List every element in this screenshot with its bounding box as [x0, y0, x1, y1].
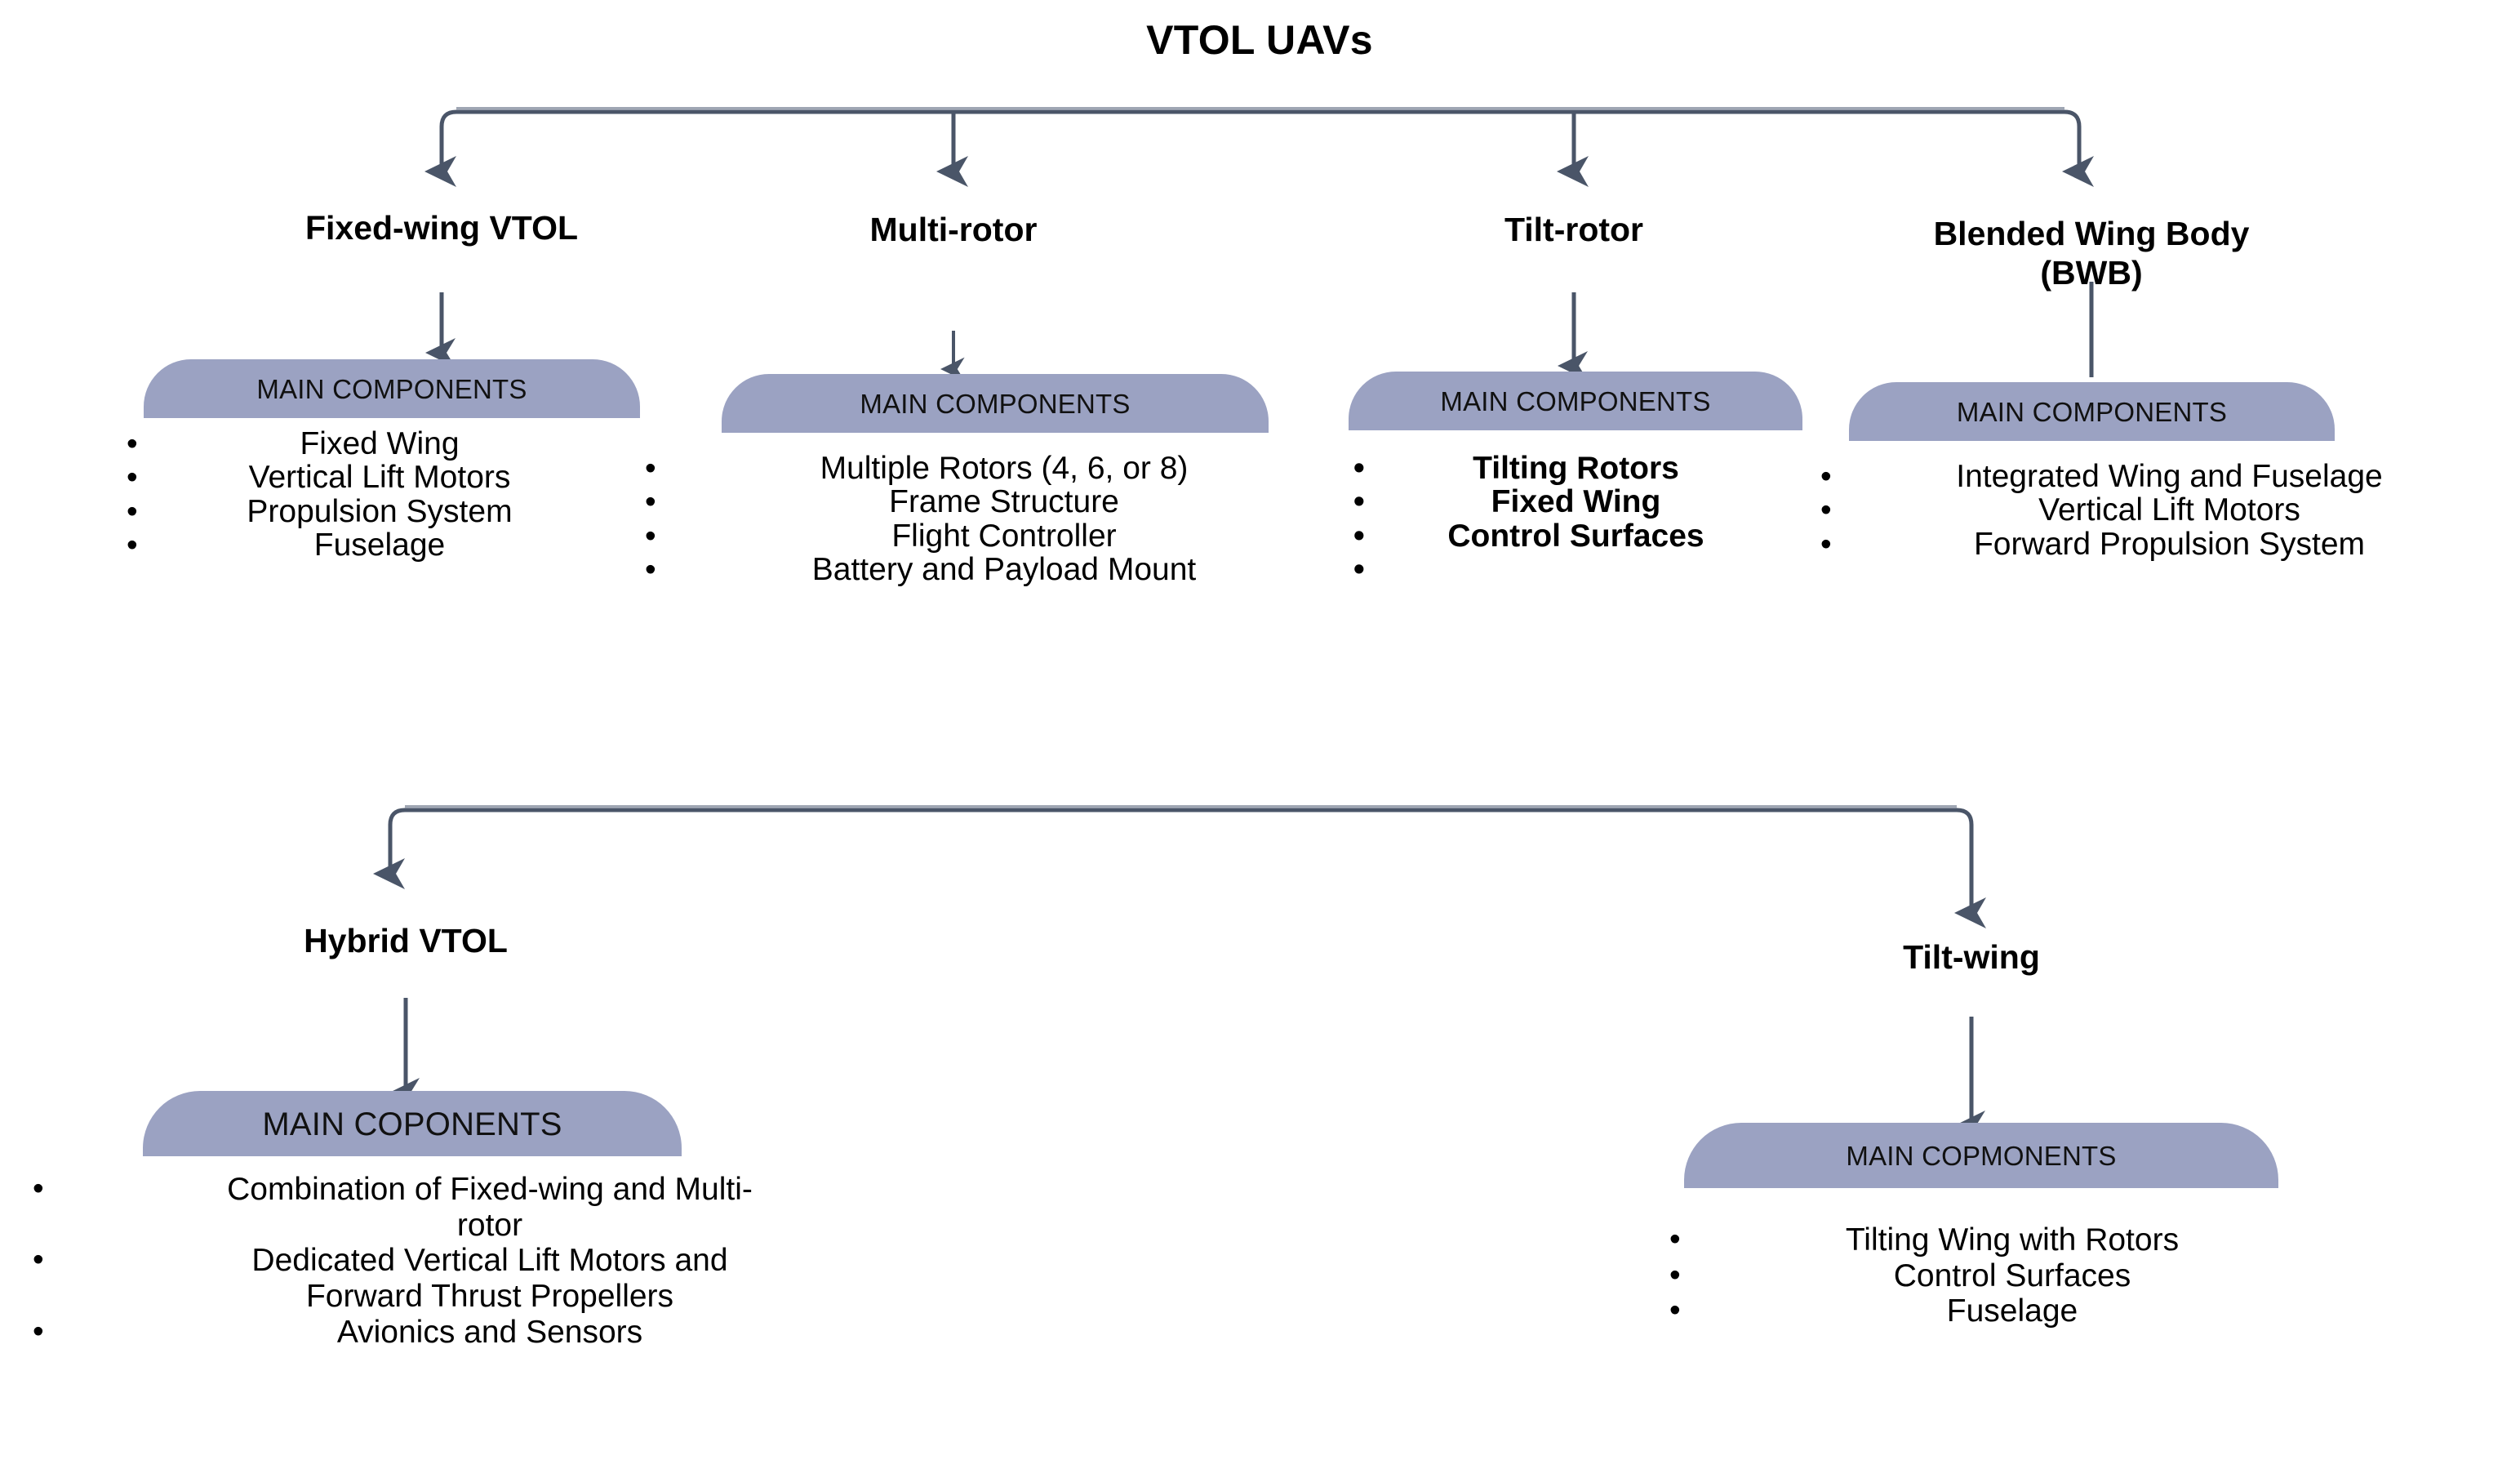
- list-item: Tilting Rotors: [1353, 452, 1798, 486]
- list-item-empty: [1353, 553, 1798, 587]
- component-list-bwb: Integrated Wing and Fuselage Vertical Li…: [1820, 460, 2518, 562]
- list-item: Forward Propulsion System: [1820, 527, 2518, 561]
- list-item: Control Surfaces: [1669, 1258, 2355, 1294]
- banner-fixed-wing: MAIN COMPONENTS: [144, 359, 640, 418]
- list-item: Fixed Wing: [1353, 485, 1798, 519]
- root-bus-connector: [439, 107, 2082, 176]
- node-title-tilt-wing: Tilt-wing: [1903, 938, 2040, 976]
- banner-label: MAIN COMPONENTS: [256, 374, 527, 404]
- list-item: Fuselage: [1669, 1293, 2355, 1329]
- node-title-multi-rotor: Multi-rotor: [869, 211, 1038, 248]
- banner-label: MAIN COPONENTS: [262, 1106, 562, 1142]
- list-item: Dedicated Vertical Lift Motors and Forwa…: [33, 1243, 947, 1314]
- list-item: Battery and Payload Mount: [645, 553, 1363, 587]
- banner-hybrid-vtol: MAIN COPONENTS: [143, 1091, 682, 1156]
- banner-label: MAIN COMPONENTS: [860, 389, 1131, 419]
- list-item: Control Surfaces: [1353, 519, 1798, 553]
- list-item: Tilting Wing with Rotors: [1669, 1222, 2355, 1258]
- list-item: Integrated Wing and Fuselage: [1820, 460, 2518, 494]
- component-list-fixed-wing: Fixed Wing Vertical Lift Motors Propulsi…: [127, 427, 633, 563]
- banner-multi-rotor: MAIN COMPONENTS: [722, 374, 1269, 433]
- root-title: VTOL UAVs: [1146, 17, 1373, 63]
- list-item: Fuselage: [127, 528, 633, 563]
- list-item: Vertical Lift Motors: [1820, 493, 2518, 528]
- node-title-tilt-rotor: Tilt-rotor: [1504, 211, 1644, 248]
- list-item: Flight Controller: [645, 519, 1363, 553]
- component-list-tilt-rotor: Tilting Rotors Fixed Wing Control Surfac…: [1353, 452, 1798, 587]
- component-list-multi-rotor: Multiple Rotors (4, 6, or 8) Frame Struc…: [645, 452, 1363, 587]
- banner-tilt-wing: MAIN COPMONENTS: [1684, 1123, 2278, 1188]
- banner-bwb: MAIN COMPONENTS: [1849, 382, 2335, 441]
- list-item: Vertical Lift Motors: [127, 461, 633, 495]
- list-item: Multiple Rotors (4, 6, or 8): [645, 452, 1363, 486]
- list-item: Avionics and Sensors: [33, 1315, 947, 1351]
- list-item: Propulsion System: [127, 494, 633, 528]
- lower-bus-connector: [388, 805, 1974, 902]
- banner-label: MAIN COMPONENTS: [1440, 386, 1711, 416]
- component-list-tilt-wing: Tilting Wing with Rotors Control Surface…: [1669, 1222, 2355, 1329]
- node-title-fixed-wing: Fixed-wing VTOL: [304, 209, 579, 247]
- list-item: Fixed Wing: [127, 427, 633, 461]
- banner-label: MAIN COMPONENTS: [1956, 397, 2228, 427]
- banner-label: MAIN COPMONENTS: [1846, 1141, 2117, 1171]
- list-item: Combination of Fixed-wing and Multi- rot…: [33, 1172, 947, 1243]
- component-list-hybrid-vtol: Combination of Fixed-wing and Multi- rot…: [33, 1172, 947, 1350]
- node-title-bwb: Blended Wing Body (BWB): [1933, 215, 2250, 292]
- banner-tilt-rotor: MAIN COMPONENTS: [1349, 372, 1802, 430]
- node-title-hybrid-vtol: Hybrid VTOL: [304, 922, 508, 959]
- list-item: Frame Structure: [645, 485, 1363, 519]
